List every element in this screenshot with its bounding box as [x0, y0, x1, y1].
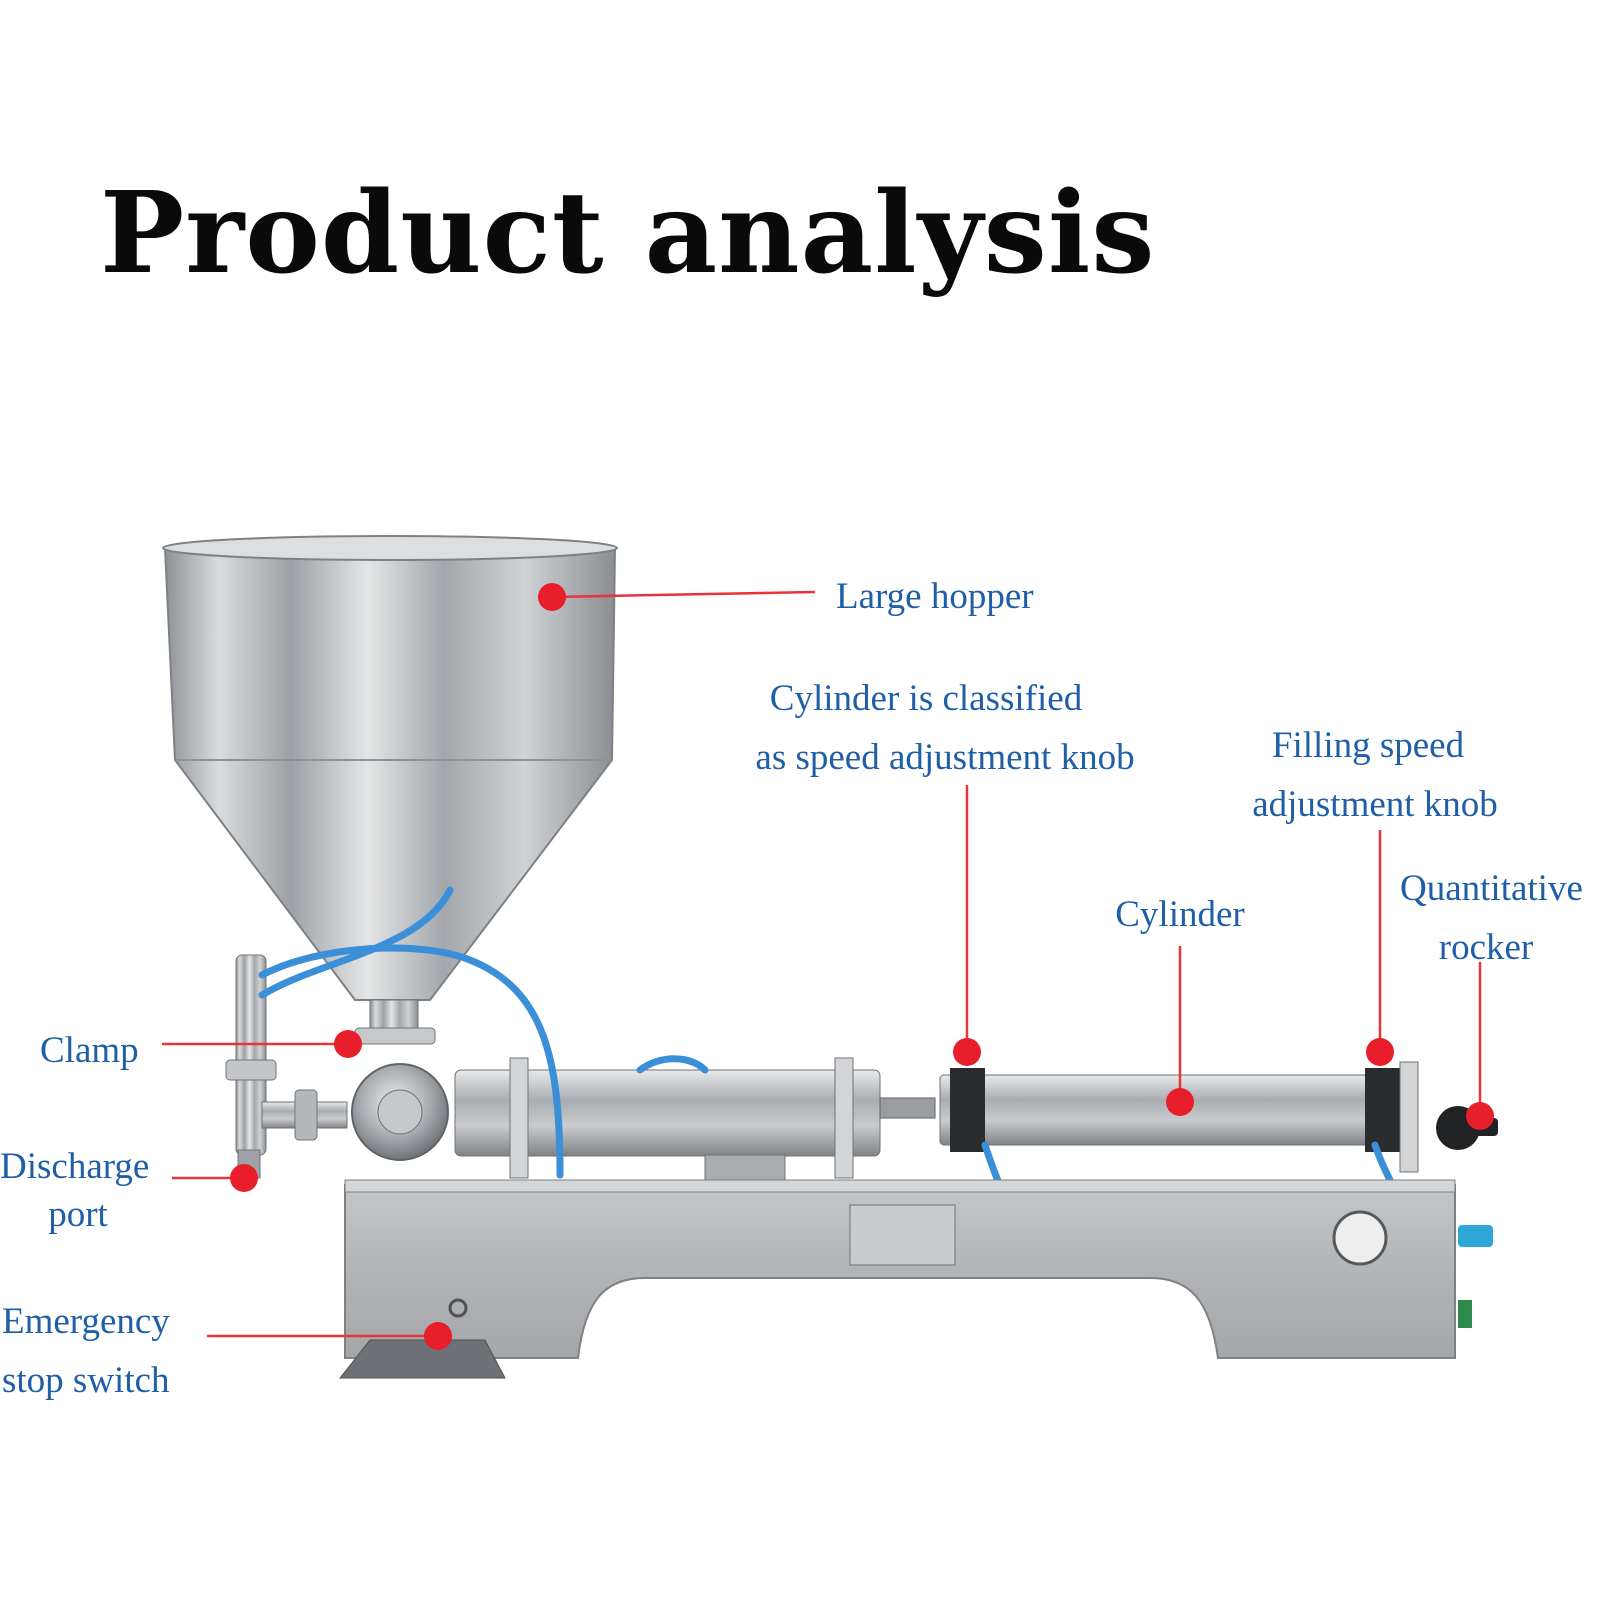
label-cylinder: Cylinder	[1115, 894, 1245, 935]
callout-line-large-hopper	[551, 590, 816, 599]
label-emergency-stop-line1: Emergency	[2, 1301, 170, 1342]
material-cylinder	[454, 1057, 936, 1186]
label-filling-speed-line1: Filling speed	[1271, 725, 1465, 766]
machine-base	[338, 1179, 1493, 1379]
label-discharge-port-line1: Discharge	[0, 1146, 150, 1187]
callout-dot-cylinder-classified	[953, 1038, 981, 1066]
callout-dot-emergency-stop	[424, 1322, 452, 1350]
label-clamp: Clamp	[40, 1030, 139, 1071]
callout-dot-cylinder	[1166, 1088, 1194, 1116]
page-title: Product analysis	[100, 168, 1156, 299]
callout-dot-filling-speed	[1366, 1038, 1394, 1066]
label-cylinder-classified-line2: as speed adjustment knob	[755, 737, 1135, 778]
pneumatic-hoses	[258, 886, 1394, 1189]
nozzle-assembly	[225, 954, 449, 1179]
label-filling-speed-line2: adjustment knob	[1252, 784, 1498, 825]
label-discharge-port-line2: port	[48, 1194, 108, 1235]
air-cylinder	[939, 1061, 1498, 1173]
callout-dot-clamp	[334, 1030, 362, 1058]
callout-dot-quantitative-rocker	[1466, 1102, 1494, 1130]
callout-dot-discharge-port	[230, 1164, 258, 1192]
callout-dot-large-hopper	[538, 583, 566, 611]
label-large-hopper: Large hopper	[836, 576, 1034, 617]
hopper	[162, 535, 618, 1045]
callout-dots	[230, 583, 1494, 1350]
label-quantitative-rocker-line2: rocker	[1438, 927, 1534, 968]
label-cylinder-classified-line1: Cylinder is classified	[769, 678, 1083, 719]
label-quantitative-rocker-line1: Quantitative	[1400, 868, 1583, 909]
label-emergency-stop-line2: stop switch	[2, 1360, 170, 1401]
callout-lines	[162, 590, 1482, 1338]
